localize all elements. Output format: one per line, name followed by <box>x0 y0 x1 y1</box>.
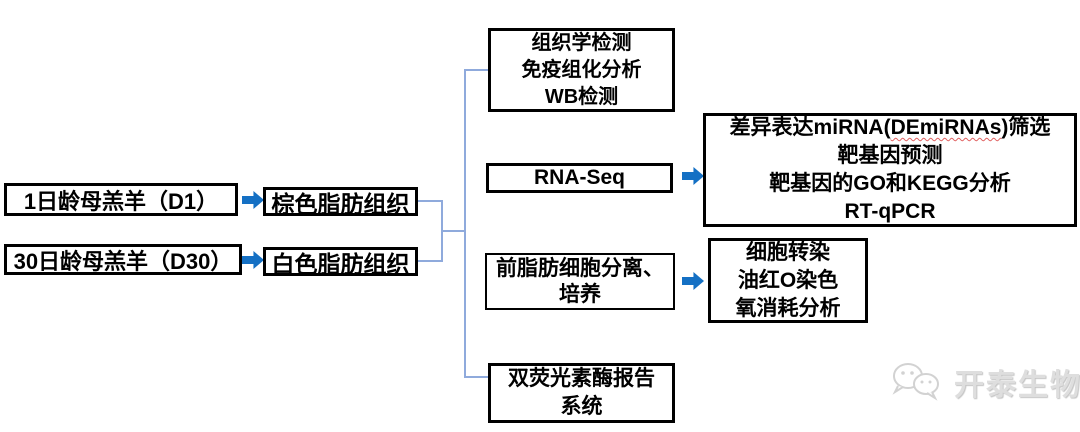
tissue-box-brown-fat-label: 棕色脂肪组织 <box>271 190 410 217</box>
input-box-d30-label: 30日龄母羔羊（D30） <box>13 248 233 274</box>
arrow-right-icon <box>242 191 264 209</box>
luciferase-line: 系统 <box>560 395 603 418</box>
connector-line <box>464 69 488 71</box>
tissue-box-white-fat: 白色脂肪组织 <box>263 247 418 277</box>
rnaseq-results-box: 差异表达miRNA(DEmiRNAs)筛选 靶基因预测 靶基因的GO和KEGG分… <box>703 113 1077 227</box>
preadipocyte-line: 前脂肪细胞分离、 <box>496 256 664 280</box>
rnaseq-results-line1-suffix: )筛选 <box>1001 116 1051 139</box>
histology-box: 组织学检测 免疫组化分析 WB检测 <box>488 28 675 112</box>
rnaseq-results-line1: 差异表达miRNA(DEmiRNAs)筛选 <box>730 114 1051 142</box>
rnaseq-box: RNA-Seq <box>486 163 673 193</box>
tissue-box-brown-fat: 棕色脂肪组织 <box>263 187 418 217</box>
tissue-box-white-fat-label: 白色脂肪组织 <box>271 250 410 277</box>
rnaseq-label: RNA-Seq <box>533 166 625 189</box>
rnaseq-results-line: 靶基因的GO和KEGG分析 <box>769 172 1011 195</box>
arrow-right-icon <box>682 272 704 290</box>
input-box-d1: 1日龄母羔羊（D1） <box>4 183 238 216</box>
cell-assay-line: 油红O染色 <box>737 268 839 292</box>
cell-assay-box: 细胞转染 油红O染色 氧消耗分析 <box>708 238 868 323</box>
histology-line: WB检测 <box>544 85 619 108</box>
watermark-text: 开泰生物 <box>954 369 1080 402</box>
connector-line <box>418 260 443 262</box>
watermark: 开泰生物 <box>888 360 1080 404</box>
rnaseq-results-line1-prefix: 差异表达miRNA( <box>729 116 891 139</box>
preadipocyte-line: 培养 <box>559 282 601 306</box>
histology-line: 组织学检测 <box>531 31 632 54</box>
preadipocyte-box: 前脂肪细胞分离、 培养 <box>485 253 675 310</box>
connector-line <box>441 230 466 232</box>
cell-assay-line: 细胞转染 <box>746 240 830 264</box>
rnaseq-results-line: 靶基因预测 <box>837 144 943 167</box>
input-box-d30: 30日龄母羔羊（D30） <box>4 244 242 275</box>
rnaseq-results-line: RT-qPCR <box>844 200 936 223</box>
connector-line <box>464 376 488 378</box>
rnaseq-results-line1-highlight: DEmiRNAs <box>890 116 1002 139</box>
luciferase-box: 双荧光素酶报告 系统 <box>488 363 675 423</box>
histology-line: 免疫组化分析 <box>521 58 642 81</box>
arrow-right-icon <box>242 251 264 269</box>
connector-line <box>464 69 466 378</box>
connector-line <box>418 200 443 202</box>
input-box-d1-label: 1日龄母羔羊（D1） <box>23 188 219 214</box>
cell-assay-line: 氧消耗分析 <box>735 296 841 320</box>
luciferase-line: 双荧光素酶报告 <box>508 367 655 390</box>
wechat-logo-icon <box>892 363 939 401</box>
arrow-right-icon <box>682 167 704 185</box>
